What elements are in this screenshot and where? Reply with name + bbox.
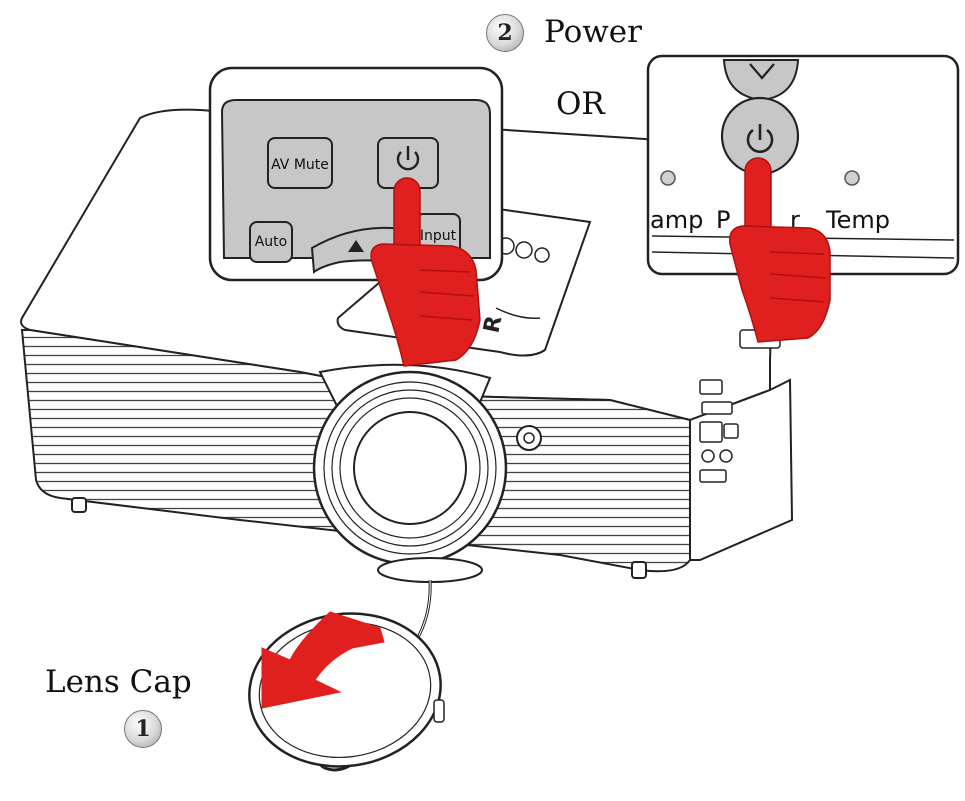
power-label-start: P [716,206,730,234]
temp-led [845,171,859,185]
input-label: Input [420,228,457,244]
auto-label: Auto [255,234,288,250]
temp-label: Temp [825,206,890,234]
lamp-label: amp [650,206,703,234]
lens-assembly [314,365,506,582]
lamp-led [661,171,675,185]
av-mute-label: AV Mute [271,157,329,173]
